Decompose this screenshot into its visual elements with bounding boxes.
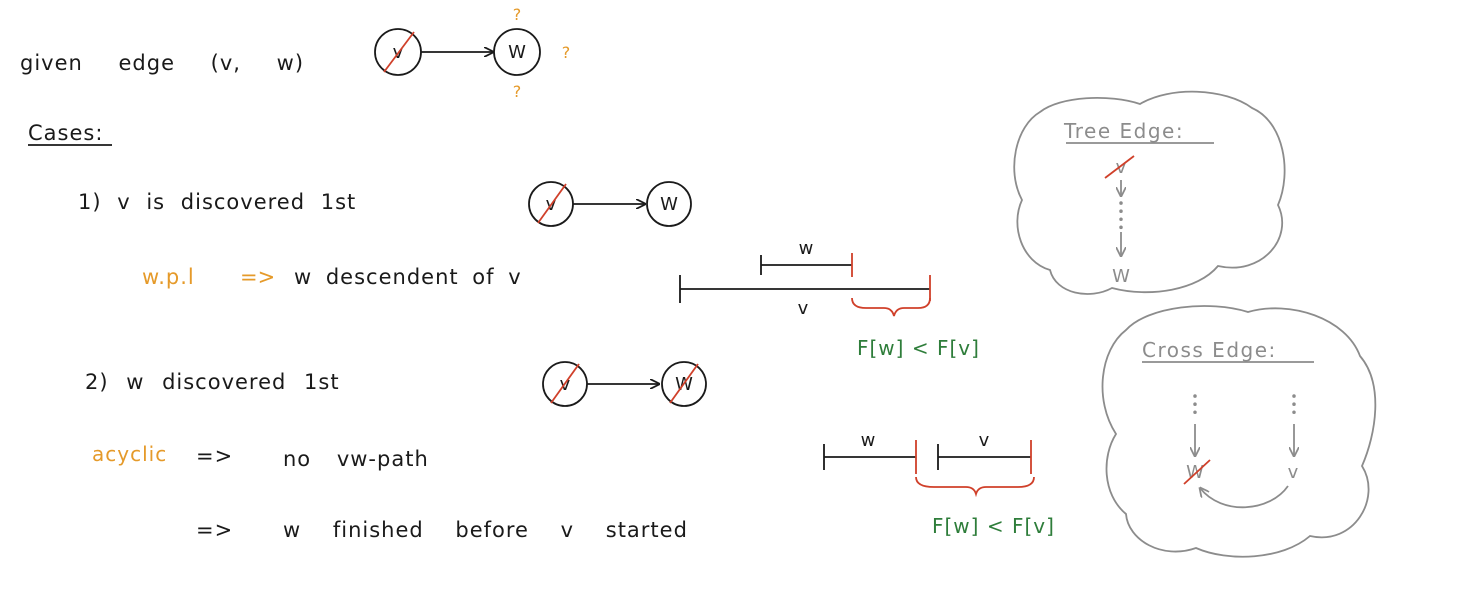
case2-line1: no vw-path <box>283 447 429 471</box>
case2-edge-diagram: v W <box>542 361 707 407</box>
case1-interval-w-label: w <box>799 238 814 259</box>
case1-interval-diagram: w v F[w] < F[v] <box>679 238 980 360</box>
case2-finish-relation: F[w] < F[v] <box>932 514 1055 538</box>
header-node-v-strike <box>383 31 415 73</box>
tree-edge-title: Tree Edge: <box>1063 119 1184 143</box>
tree-edge-top-node: v <box>1116 157 1127 178</box>
tree-edge-top-strike <box>1104 155 1135 179</box>
case1-wpl: w.p.l <box>142 265 195 289</box>
header-edge-diagram: v W ? ? ? <box>374 5 571 101</box>
case2-node-w <box>661 361 707 407</box>
case1-conclusion: w descendent of v <box>294 265 522 289</box>
case2-node-w-strike <box>669 363 699 404</box>
question-mark-right: ? <box>562 43 571 62</box>
cross-edge-right-node: v <box>1288 462 1299 483</box>
tree-edge-cloud: Tree Edge: v W <box>1013 90 1286 295</box>
case2-implies1: => <box>196 444 233 468</box>
tree-edge-cloud-outline <box>1013 90 1286 295</box>
case2-interval-diagram: w v F[w] < F[v] <box>823 430 1055 538</box>
case1-node-w-label: W <box>660 194 678 215</box>
case2-implies2: => <box>196 518 233 542</box>
case2-title: 2) w discovered 1st <box>85 370 340 394</box>
case1-finish-brace <box>851 297 931 317</box>
case1-edge-diagram: v W <box>528 181 692 227</box>
question-mark-bottom: ? <box>513 82 522 101</box>
cross-edge-title: Cross Edge: <box>1142 338 1277 362</box>
case1-node-w <box>646 181 692 227</box>
cross-edge-curved-arrow <box>1200 485 1289 509</box>
case1-finish-relation: F[w] < F[v] <box>857 336 980 360</box>
question-mark-top: ? <box>513 5 522 24</box>
case2-finish-brace <box>915 476 1035 498</box>
case2-interval-v-label: v <box>979 430 990 451</box>
case1-interval-v-label: v <box>798 298 809 319</box>
case2-node-v-strike <box>550 363 580 404</box>
given-edge-text: given edge (v, w) <box>20 51 304 75</box>
case2-line2: w finished before v started <box>283 518 688 542</box>
tree-edge-bottom-node: W <box>1112 266 1130 287</box>
case1-implies: => <box>240 265 275 289</box>
case1-node-v-strike <box>537 183 567 224</box>
cross-edge-cloud-outline <box>1101 305 1377 558</box>
header-node-w-label: W <box>508 42 526 63</box>
cases-title: Cases: <box>28 121 103 145</box>
cross-edge-cloud: Cross Edge: W v <box>1101 305 1377 558</box>
case2-acyclic: acyclic <box>92 442 167 466</box>
case1-title: 1) v is discovered 1st <box>78 190 356 214</box>
header-node-w <box>493 28 541 76</box>
case2-interval-w-label: w <box>861 430 876 451</box>
cross-edge-left-strike <box>1183 459 1211 485</box>
